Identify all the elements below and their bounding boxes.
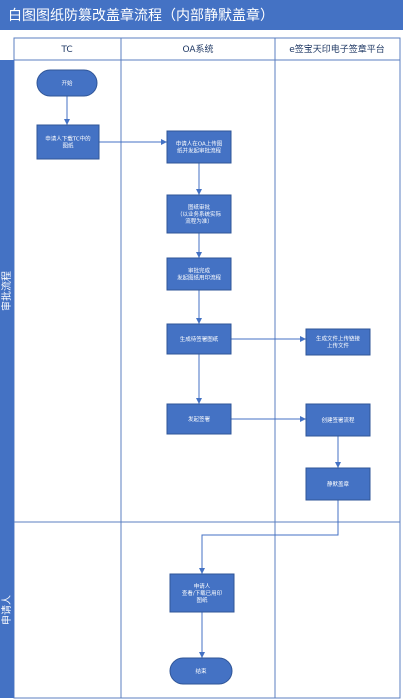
nodes-layer: 开始申请人下载TC中的图纸申请人在OA上传图纸并发起审批流程图纸审批（以业务系统… — [36, 69, 371, 685]
node-label-view_download: 查看/下载已用印 — [182, 589, 223, 597]
title-bar — [0, 0, 403, 30]
node-silent_seal: 静默盖章 — [305, 467, 371, 501]
node-label-gen_doc: 生成待签署图纸 — [180, 335, 219, 343]
lane-header-tc: TC — [60, 45, 72, 55]
node-view_download-process-box — [169, 573, 235, 613]
node-label-review: 图纸审批 — [188, 203, 211, 211]
node-label-review: （以业务系统实际 — [177, 210, 222, 218]
diagram-title: 白图图纸防篡改盖章流程（内部静默盖章） — [8, 7, 274, 24]
node-label-view_download: 申请人 — [194, 582, 211, 590]
node-gen_link-process-box — [305, 328, 371, 356]
node-sign: 发起签署 — [166, 403, 232, 435]
node-download_tc-process-box — [36, 124, 100, 160]
node-label-download_tc: 申请人下载TC中的 — [45, 134, 91, 142]
node-end-terminal-shape — [169, 657, 233, 685]
node-gen_doc-process-box — [166, 323, 232, 355]
node-create_flow: 创建签署流程 — [305, 403, 371, 437]
node-approved-process-box — [166, 257, 232, 291]
node-review-process-box — [166, 194, 232, 234]
node-upload_oa-process-box — [166, 130, 232, 164]
node-label-review: 流程为准） — [185, 217, 213, 225]
node-label-start: 开始 — [61, 79, 73, 87]
node-label-approved: 发起图纸用印流程 — [177, 273, 222, 281]
node-label-download_tc: 图纸 — [62, 141, 74, 149]
node-start-terminal-shape — [36, 69, 98, 97]
edges-layer — [64, 96, 341, 658]
lane-header-esign: e签宝天印电子签章平台 — [289, 43, 385, 55]
node-silent_seal-process-box — [305, 467, 371, 501]
phase-bar-approval — [0, 60, 14, 522]
node-label-gen_link: 生成文件上传链接 — [316, 334, 361, 342]
edge-silent_seal-to-view_download — [199, 500, 339, 574]
phase-bar-applicant — [0, 522, 14, 698]
node-gen_doc: 生成待签署图纸 — [166, 323, 232, 355]
phase-label-applicant: 申请人 — [0, 595, 13, 625]
lane-header-oa: OA系统 — [182, 43, 213, 55]
node-label-view_download: 图纸 — [196, 596, 208, 604]
phase-label-approval: 审批流程 — [0, 271, 13, 311]
node-label-create_flow: 创建签署流程 — [321, 416, 355, 424]
node-label-gen_link: 上传文件 — [327, 341, 350, 349]
node-label-approved: 审批完成 — [188, 266, 211, 274]
node-sign-process-box — [166, 403, 232, 435]
node-create_flow-process-box — [305, 403, 371, 437]
node-label-upload_oa: 申请人在OA上传图 — [176, 139, 223, 147]
node-start: 开始 — [36, 69, 98, 97]
node-label-end: 结束 — [195, 667, 207, 675]
node-end: 结束 — [169, 657, 233, 685]
node-label-silent_seal: 静默盖章 — [327, 480, 350, 488]
node-label-upload_oa: 纸并发起审批流程 — [177, 146, 222, 154]
node-label-sign: 发起签署 — [188, 415, 211, 423]
